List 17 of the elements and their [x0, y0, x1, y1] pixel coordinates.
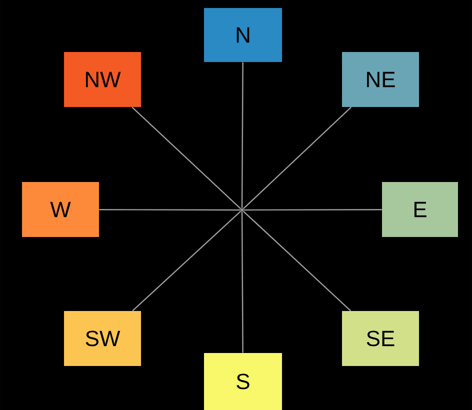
direction-box: E: [382, 182, 458, 237]
connector-line: [132, 210, 242, 312]
connector-line: [241, 212, 244, 353]
direction-box: SE: [342, 311, 419, 366]
connector-line: [244, 209, 382, 211]
connector-line: [242, 106, 352, 210]
direction-box: NE: [342, 52, 419, 107]
connector-line: [132, 106, 242, 210]
direction-box: W: [22, 182, 99, 237]
connector-line: [242, 210, 352, 312]
direction-box: N: [204, 8, 282, 62]
direction-box: NW: [64, 52, 141, 107]
direction-box: S: [204, 353, 282, 410]
connector-line: [241, 62, 244, 208]
connector-line: [99, 209, 240, 211]
center-point: [240, 208, 244, 212]
direction-box: SW: [64, 311, 141, 366]
